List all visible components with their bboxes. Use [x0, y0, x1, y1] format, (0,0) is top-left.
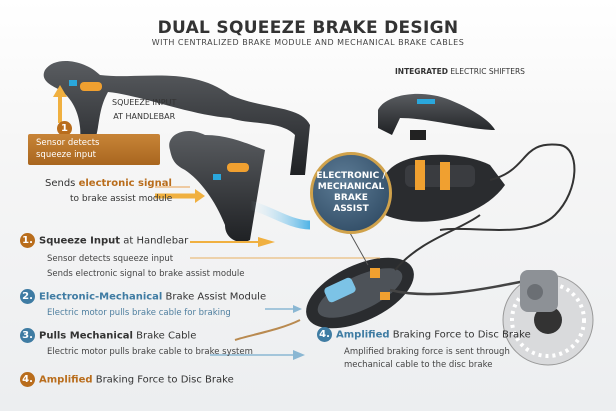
step-line: Sensor detects squeeze input [47, 254, 174, 264]
sends-prefix: Sends [45, 178, 79, 189]
sensor-callout: Sensor detects squeeze input [28, 134, 160, 165]
step-title-bold: Amplified [39, 374, 93, 386]
page-title: DUAL SQUEEZE BRAKE DESIGN [157, 18, 459, 38]
step-title-bold: Pulls Mechanical [39, 330, 133, 342]
badge-1: 1 [57, 121, 72, 136]
step-1: 1. Squeeze Input at Handlebar Sensor dete… [20, 233, 244, 282]
module-line2: MECHANICAL [317, 182, 385, 192]
step-title-rest: Braking Force to Disc Brake [92, 374, 234, 386]
step-title-bold: Squeeze Input [39, 235, 121, 247]
step-line: Sends electronic signal to brake assist … [47, 269, 245, 279]
step-badge: 2. [20, 289, 35, 304]
step-3: 3. Pulls Mechanical Brake Cable Electric … [20, 328, 253, 357]
step-badge: 4. [20, 372, 35, 387]
step-badge: 1. [20, 233, 35, 248]
electric-shifter [378, 93, 495, 140]
sensor-line1: Sensor detects [36, 138, 100, 148]
step-badge: 4. [317, 327, 332, 342]
handlebar [43, 60, 310, 242]
module-line1: ELECTRONIC / [316, 171, 386, 181]
step-1-marker: 1 [57, 118, 76, 137]
module-line4: ASSIST [333, 204, 369, 214]
module-line3: BRAKE [334, 193, 368, 203]
disc-brake [502, 270, 594, 366]
upper-brake-module [385, 143, 576, 231]
sends-signal-label: Sends electronic signal [45, 178, 172, 189]
page-subtitle: WITH CENTRALIZED BRAKE MODULE AND MECHAN… [151, 38, 465, 47]
squeeze-label-line2: AT HANDLEBAR [113, 112, 176, 121]
squeeze-label-line1: SQUEEZE INPUT [112, 98, 177, 107]
squeeze-input-label: SQUEEZE INPUT AT HANDLEBAR [112, 96, 176, 124]
step-line: Electric motor pulls brake cable for bra… [47, 308, 231, 318]
shifters-label-rest: ELECTRIC SHIFTERS [447, 67, 525, 76]
sends-bold: electronic signal [78, 178, 172, 189]
step-title-rest: at Handlebar [120, 235, 189, 247]
step-title-rest: Brake Assist Module [162, 291, 267, 303]
disc-title-bold: Amplified [336, 329, 390, 341]
shifters-label: INTEGRATED ELECTRIC SHIFTERS [395, 67, 525, 76]
shifters-label-bold: INTEGRATED [395, 67, 448, 76]
step-line: Electric motor pulls brake cable to brak… [47, 347, 253, 357]
step-4: 4. Amplified Braking Force to Disc Brake [20, 372, 234, 387]
disc-title-rest: Braking Force to Disc Brake [389, 329, 531, 341]
step-title-bold: Electronic-Mechanical [39, 291, 163, 303]
central-brake-module [234, 214, 531, 341]
step-badge: 3. [20, 328, 35, 343]
step-title-rest: Brake Cable [132, 330, 197, 342]
brake-assist-badge: ELECTRONIC / MECHANICAL BRAKE ASSIST [310, 152, 392, 234]
disc-line: mechanical cable to the disc brake [344, 360, 493, 370]
sends-line2: to brake assist module [70, 194, 173, 204]
step-2: 2. Electronic-Mechanical Brake Assist Mod… [20, 289, 266, 318]
disc-brake-callout: 4.Amplified Braking Force to Disc Brake … [317, 327, 531, 372]
disc-line: Amplified braking force is sent through [344, 347, 510, 357]
sensor-line2: squeeze input [36, 150, 96, 160]
